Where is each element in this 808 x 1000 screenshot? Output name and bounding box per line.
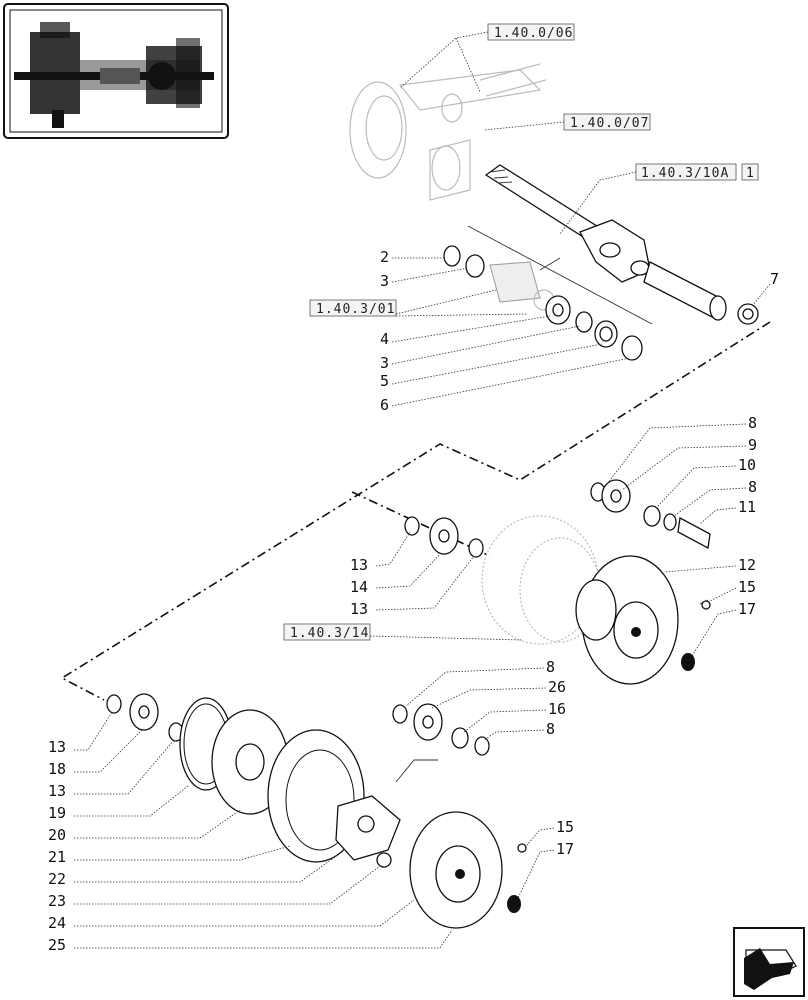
half-shaft (484, 164, 727, 321)
callout-8d[interactable]: 8 (546, 720, 555, 738)
svg-text:3: 3 (380, 354, 389, 372)
callout-3b[interactable]: 3 (380, 354, 389, 372)
callout-17b[interactable]: 17 (556, 840, 574, 858)
callout-26[interactable]: 26 (548, 678, 566, 696)
callout-22[interactable]: 22 (48, 870, 66, 888)
callout-13d[interactable]: 13 (48, 782, 66, 800)
svg-text:10: 10 (738, 456, 756, 474)
svg-text:24: 24 (48, 914, 66, 932)
callout-23[interactable]: 23 (48, 892, 66, 910)
planet-carrier-upper (575, 555, 711, 685)
svg-text:11: 11 (738, 498, 756, 516)
svg-text:17: 17 (556, 840, 574, 858)
callout-16[interactable]: 16 (548, 700, 566, 718)
callout-4[interactable]: 4 (380, 330, 389, 348)
svg-text:15: 15 (738, 578, 756, 596)
svg-text:4: 4 (380, 330, 389, 348)
svg-text:7: 7 (770, 270, 779, 288)
callout-6[interactable]: 6 (380, 396, 389, 414)
svg-text:21: 21 (48, 848, 66, 866)
svg-text:16: 16 (548, 700, 566, 718)
planet-gear-lower (106, 693, 184, 742)
planet-gear-middle (404, 516, 484, 558)
lower-gear-assembly (179, 697, 527, 929)
svg-text:8: 8 (546, 658, 555, 676)
svg-text:20: 20 (48, 826, 66, 844)
callout-5[interactable]: 5 (380, 372, 389, 390)
callout-8c[interactable]: 8 (546, 658, 555, 676)
svg-text:1.40.3/01: 1.40.3/01 (316, 302, 395, 317)
svg-text:1.40.0/06: 1.40.0/06 (494, 26, 573, 41)
svg-text:6: 6 (380, 396, 389, 414)
svg-text:2: 2 (380, 248, 389, 266)
svg-text:13: 13 (48, 738, 66, 756)
svg-text:8: 8 (748, 478, 757, 496)
callout-2[interactable]: 2 (380, 248, 389, 266)
callout-15a[interactable]: 15 (738, 578, 756, 596)
svg-text:1.40.3/10A: 1.40.3/10A (641, 166, 729, 181)
svg-text:8: 8 (546, 720, 555, 738)
callout-12[interactable]: 12 (738, 556, 756, 574)
reference-box-r1[interactable]: 1.40.0/06 (487, 23, 575, 41)
svg-text:13: 13 (350, 556, 368, 574)
svg-text:13: 13 (350, 600, 368, 618)
callout-8a[interactable]: 8 (748, 414, 757, 432)
callout-21[interactable]: 21 (48, 848, 66, 866)
svg-text:13: 13 (48, 782, 66, 800)
callout-7[interactable]: 7 (770, 270, 779, 288)
svg-text:23: 23 (48, 892, 66, 910)
ghost-ring-gear (349, 63, 547, 201)
callout-15b[interactable]: 15 (556, 818, 574, 836)
svg-text:22: 22 (48, 870, 66, 888)
callout-18[interactable]: 18 (48, 760, 66, 778)
next-page-arrow-icon[interactable] (733, 927, 805, 997)
svg-text:25: 25 (48, 936, 66, 954)
svg-text:1.40.0/07: 1.40.0/07 (570, 116, 649, 131)
svg-text:8: 8 (748, 414, 757, 432)
svg-text:5: 5 (380, 372, 389, 390)
callout-13a[interactable]: 13 (350, 556, 368, 574)
svg-text:3: 3 (380, 272, 389, 290)
callout-13b[interactable]: 13 (350, 600, 368, 618)
planet-gear-set-upper (590, 479, 711, 550)
callout-24[interactable]: 24 (48, 914, 66, 932)
svg-text:1: 1 (746, 166, 755, 181)
svg-text:19: 19 (48, 804, 66, 822)
svg-text:26: 26 (548, 678, 566, 696)
svg-text:17: 17 (738, 600, 756, 618)
callout-11[interactable]: 11 (738, 498, 756, 516)
planet-gear-set-lower (392, 703, 490, 756)
svg-text:15: 15 (556, 818, 574, 836)
assembly-boundary-line (60, 321, 771, 701)
callout-25[interactable]: 25 (48, 936, 66, 954)
bearing-stack (443, 225, 759, 361)
reference-box-r4[interactable]: 1.40.3/01 (309, 299, 397, 317)
callout-3[interactable]: 3 (380, 272, 389, 290)
svg-text:1.40.3/14: 1.40.3/14 (290, 626, 369, 641)
reference-box-r3[interactable]: 1.40.3/10A 1 (635, 163, 759, 181)
svg-text:9: 9 (748, 436, 757, 454)
callout-14[interactable]: 14 (350, 578, 368, 596)
callout-20[interactable]: 20 (48, 826, 66, 844)
sun-gear-bracket (395, 759, 438, 783)
callout-9[interactable]: 9 (748, 436, 757, 454)
reference-box-r2[interactable]: 1.40.0/07 (563, 113, 651, 131)
callout-17a[interactable]: 17 (738, 600, 756, 618)
svg-text:12: 12 (738, 556, 756, 574)
callout-19[interactable]: 19 (48, 804, 66, 822)
svg-text:14: 14 (350, 578, 368, 596)
reference-box-r5[interactable]: 1.40.3/14 (283, 623, 371, 641)
callout-13c[interactable]: 13 (48, 738, 66, 756)
callout-10[interactable]: 10 (738, 456, 756, 474)
axle-assembly-thumbnail[interactable] (3, 3, 229, 139)
svg-text:18: 18 (48, 760, 66, 778)
callout-8b[interactable]: 8 (748, 478, 757, 496)
planet-axis-line (351, 491, 491, 557)
